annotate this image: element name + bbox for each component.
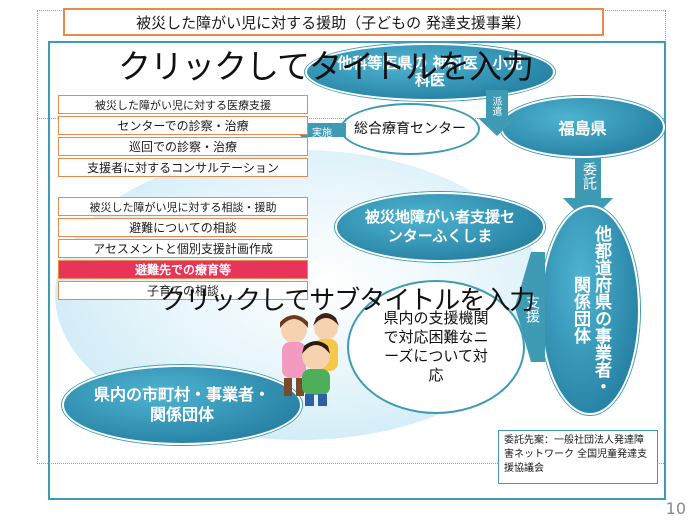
center-node: 総合療育センター [340,103,480,155]
entrust-label: 委託 [581,162,597,190]
fukushima-node: 福島県 [500,96,665,158]
subtitle-placeholder[interactable]: クリックしてサブタイトルを入力 [160,286,535,316]
municipal-node: 県内の市町村・事業者・関係団体 [62,365,302,445]
contractor-note: 委託先案：一般社団法人発達障害ネットワーク 全国児童発達支援協議会 [498,430,658,484]
support-arrow [515,252,545,362]
implement-label: 実施 [312,128,332,139]
top-banner: 被災した障がい児に対する援助（子どもの 発達支援事業） [63,8,604,36]
consult-list-head: 被災した障がい児に対する相談・援助 [58,197,308,216]
consultation-list: 被災した障がい児に対する相談・援助 避難についての相談 アセスメントと個別支援計… [58,197,308,302]
support-label: 支援 [524,295,540,323]
dispatch-label: 派遣 [490,96,501,116]
prefectures-node: 他都道府県の事業者・関係団体 [540,205,640,415]
municipal-label: 県内の市町村・事業者・関係団体 [94,385,271,424]
difficult-needs-node: 県内の支援機関で対応困難なニーズについて対応 [347,280,525,414]
content-frame [48,41,666,500]
prefectures-label: 他都道府県の事業者・関係団体 [570,225,611,395]
consult-list-item: 子育ての相談 [58,281,308,300]
medical-list-item: センターでの診察・治療 [58,116,308,135]
support-center-label: 被災地障がい者支援センターふくしま [365,208,516,245]
dispatch-arrow [478,90,516,136]
center-label: 総合療育センター [354,120,466,137]
support-center-node: 被災地障がい者支援センターふくしま [335,192,545,262]
consult-list-item-highlight: 避難先での療育等 [58,260,308,279]
page-number: 10 [665,499,686,518]
children-illustration [280,313,339,406]
medical-support-list: 被災した障がい児に対する医療支援 センターでの診察・治療 巡回での診察・治療 支… [58,95,308,179]
title-placeholder[interactable]: クリックしてタイトルを入力 [118,47,534,86]
difficult-needs-label: 県内の支援機関で対応困難なニーズについて対応 [383,309,489,384]
medical-list-item: 支援者に対するコンサルテーション [58,158,308,177]
hospital-label: 他科等医県の 神科医・小児科医 [337,54,523,89]
hospital-node: 他科等医県の 神科医・小児科医 [305,43,555,101]
consult-list-item: アセスメントと個別支援計画作成 [58,239,308,258]
medical-list-item: 巡回での診察・治療 [58,137,308,156]
fukushima-label: 福島県 [558,119,607,138]
consult-list-item: 避難についての相談 [58,218,308,237]
medical-list-head: 被災した障がい児に対する医療支援 [58,95,308,114]
